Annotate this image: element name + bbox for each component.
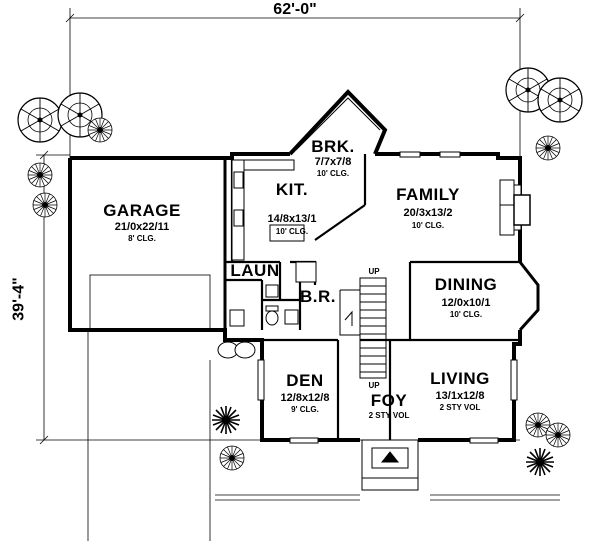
fireplace [499, 179, 531, 236]
kit-ceiling: 10' CLG. [275, 227, 309, 236]
den-name: DEN [286, 371, 324, 390]
landscaping [17, 67, 583, 477]
living-ceiling: 2 STY VOL [439, 403, 481, 412]
width-dimension-label: 62'-0" [273, 1, 317, 18]
foy-name: FOY [370, 391, 408, 410]
dining-name: DINING [434, 275, 498, 294]
brk-name: BRK. [311, 137, 355, 156]
kit-size: 14/8x13/1 [267, 213, 317, 225]
kitchen-counters [231, 159, 317, 283]
family-ceiling: 10' CLG. [411, 221, 445, 230]
width-dimension-line [65, 8, 525, 160]
driveway [87, 274, 560, 541]
stair-up-label-upper: UP [368, 267, 380, 276]
laun-name: LAUN [230, 261, 280, 280]
breakfast-bay [295, 97, 381, 151]
brk-size: 7/7x7/8 [314, 156, 352, 168]
stair-up-label-lower: UP [368, 381, 380, 390]
dining-size: 12/0x10/1 [441, 297, 491, 309]
front-entry [361, 439, 419, 491]
garage-size: 21/0x22/11 [114, 221, 170, 233]
garage-ceiling: 8' CLG. [128, 234, 156, 243]
living-name: LIVING [430, 369, 490, 388]
family-size: 20/3x13/2 [403, 207, 453, 219]
brk-ceiling: 10' CLG. [316, 169, 350, 178]
den-size: 12/8x12/8 [280, 392, 330, 404]
br-name: B.R. [300, 287, 336, 306]
foy-ceiling: 2 STY VOL [368, 411, 410, 420]
living-size: 13/1x12/8 [435, 390, 485, 402]
dining-ceiling: 10' CLG. [449, 310, 483, 319]
staircase [339, 277, 387, 379]
garage-name: GARAGE [103, 201, 181, 220]
bathroom-fixtures [229, 284, 299, 327]
den-ceiling: 9' CLG. [291, 405, 319, 414]
family-name: FAMILY [396, 185, 460, 204]
kit-name: KIT. [275, 180, 309, 199]
depth-dimension-label: 39'-4" [10, 277, 28, 321]
dining-bay-window [518, 261, 540, 332]
